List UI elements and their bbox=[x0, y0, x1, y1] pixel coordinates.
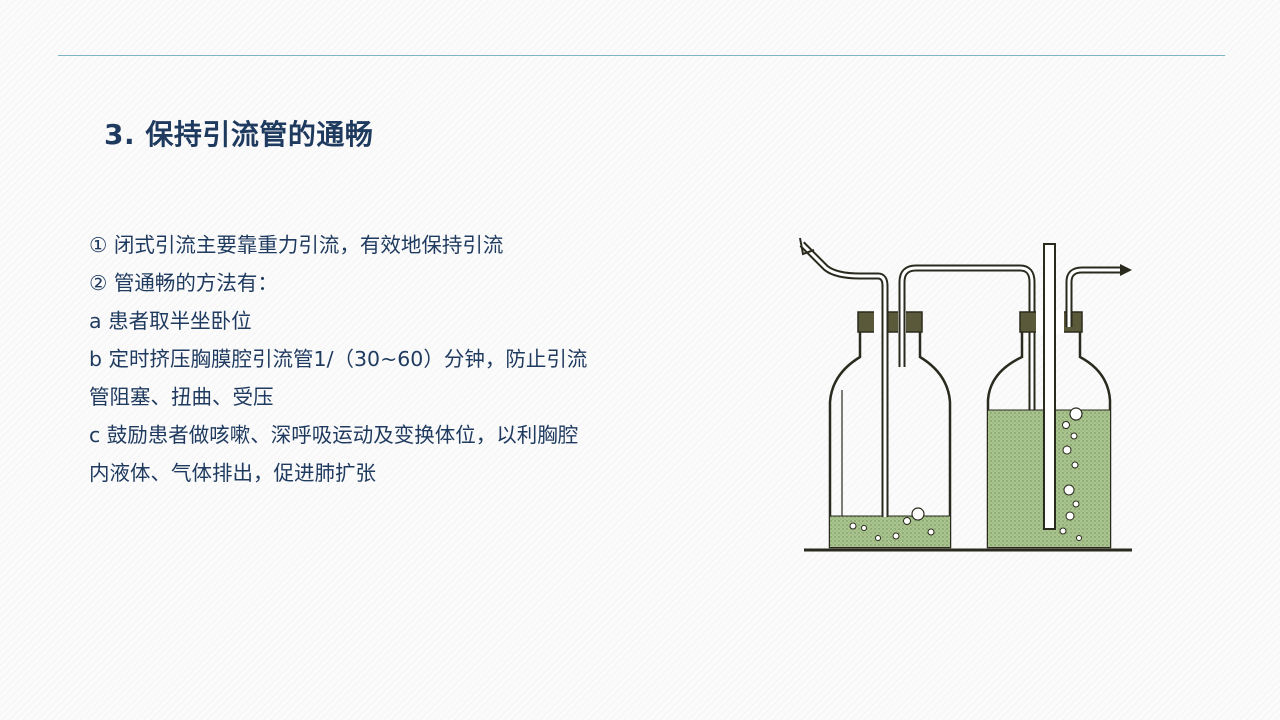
slide-body: ① 闭式引流主要靠重力引流，有效地保持引流 ② 管通畅的方法有： a 患者取半坐… bbox=[89, 226, 699, 492]
inlet-tube bbox=[799, 241, 889, 517]
drainage-bottles-illustration bbox=[790, 232, 1140, 557]
body-line-2: ② 管通畅的方法有： bbox=[89, 271, 278, 295]
body-line-6: c 鼓励患者做咳嗽、深呼吸运动及变换体位，以利胸腔 bbox=[89, 423, 579, 447]
body-line-4: b 定时挤压胸膜腔引流管1/（30~60）分钟，防止引流 bbox=[89, 347, 588, 371]
slide-title: 3. 保持引流管的通畅 bbox=[104, 118, 374, 151]
body-line-1: ① 闭式引流主要靠重力引流，有效地保持引流 bbox=[89, 233, 504, 257]
outlet-arrow bbox=[1120, 264, 1132, 276]
top-divider bbox=[58, 55, 1225, 56]
body-line-7: 内液体、气体排出，促进肺扩张 bbox=[89, 461, 376, 485]
body-line-3: a 患者取半坐卧位 bbox=[89, 309, 252, 333]
water-seal-tube bbox=[1043, 243, 1056, 530]
left-bottle bbox=[828, 310, 952, 549]
body-line-5: 管阻塞、扭曲、受压 bbox=[89, 385, 274, 409]
